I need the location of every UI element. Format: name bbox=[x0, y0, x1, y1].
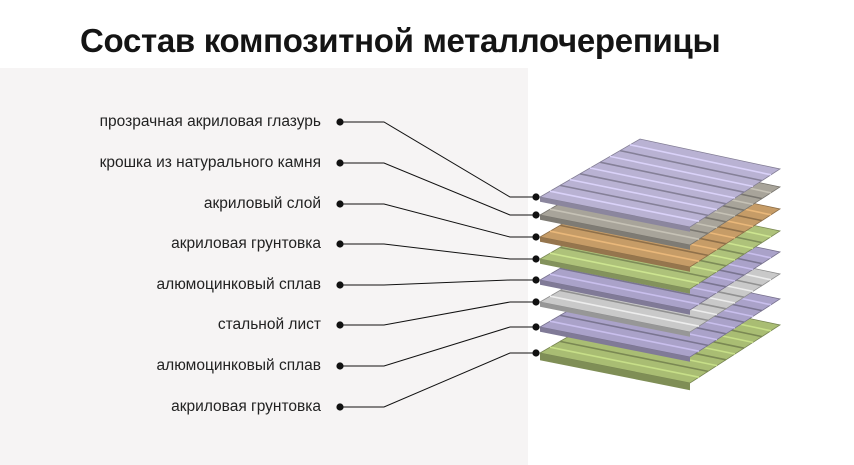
layer-label: акриловая грунтовка bbox=[171, 235, 321, 252]
label-dot bbox=[336, 200, 344, 208]
label-dot bbox=[336, 403, 344, 411]
layer-dot bbox=[532, 349, 540, 357]
layer-dot bbox=[532, 255, 540, 263]
page-title: Состав композитной металлочерепицы bbox=[80, 22, 721, 59]
layer-label: стальной лист bbox=[217, 316, 321, 333]
label-dot bbox=[336, 240, 344, 248]
label-dot bbox=[336, 159, 344, 167]
leader-line bbox=[340, 326, 536, 367]
layer-label: прозрачная акриловая глазурь bbox=[99, 113, 321, 130]
label-dot bbox=[336, 362, 344, 370]
leader-line bbox=[340, 352, 536, 408]
leader-line bbox=[340, 279, 536, 286]
leader-line bbox=[340, 203, 536, 238]
label-dot bbox=[336, 118, 344, 126]
layer-dot bbox=[532, 298, 540, 306]
leader-line bbox=[340, 162, 536, 216]
layer-label: крошка из натурального камня bbox=[99, 154, 321, 171]
leader-line bbox=[340, 121, 536, 198]
layer-dot bbox=[532, 193, 540, 201]
layer-dot bbox=[532, 211, 540, 219]
background-panel bbox=[0, 68, 528, 465]
layer-label: алюмоцинковый сплав bbox=[156, 357, 321, 374]
leader-line bbox=[340, 243, 536, 260]
layer-sheet bbox=[538, 138, 782, 232]
layer-dot bbox=[532, 276, 540, 284]
label-dot bbox=[336, 321, 344, 329]
leader-line bbox=[340, 301, 536, 326]
layer-label: алюмоцинковый сплав bbox=[156, 276, 321, 293]
label-dot bbox=[336, 281, 344, 289]
layer-dot bbox=[532, 233, 540, 241]
layer-dot bbox=[532, 323, 540, 331]
layer-label: акриловый слой bbox=[203, 195, 321, 212]
layer-label: акриловая грунтовка bbox=[171, 398, 321, 415]
